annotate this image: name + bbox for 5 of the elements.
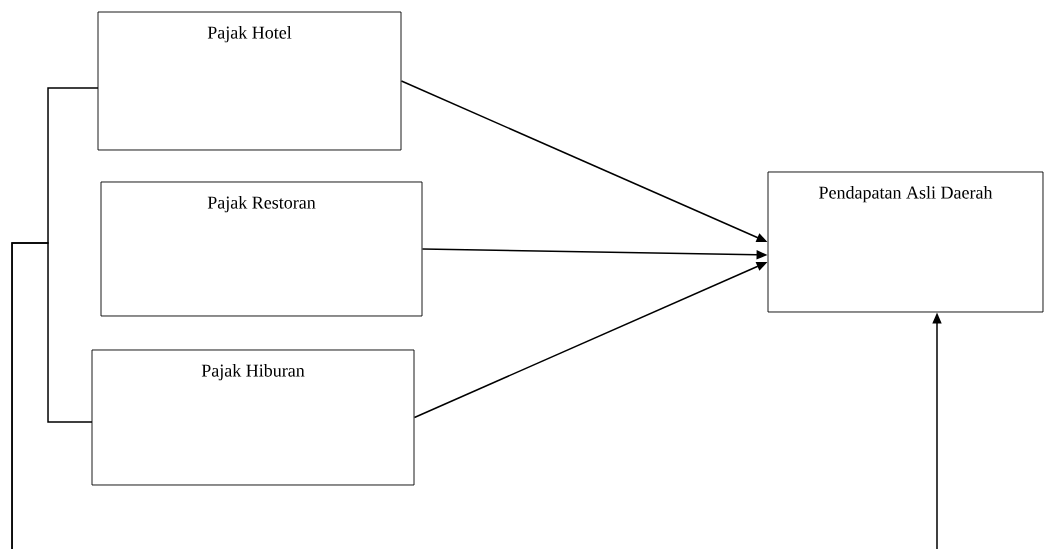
process-box: Pajak Hotel: [97, 11, 402, 151]
process-box: Pajak Restoran: [100, 181, 423, 317]
connector-line: [11, 242, 93, 549]
result-box: Pendapatan Asli Daerah: [767, 171, 1044, 313]
process-box: Pajak Hiburan: [91, 349, 415, 486]
